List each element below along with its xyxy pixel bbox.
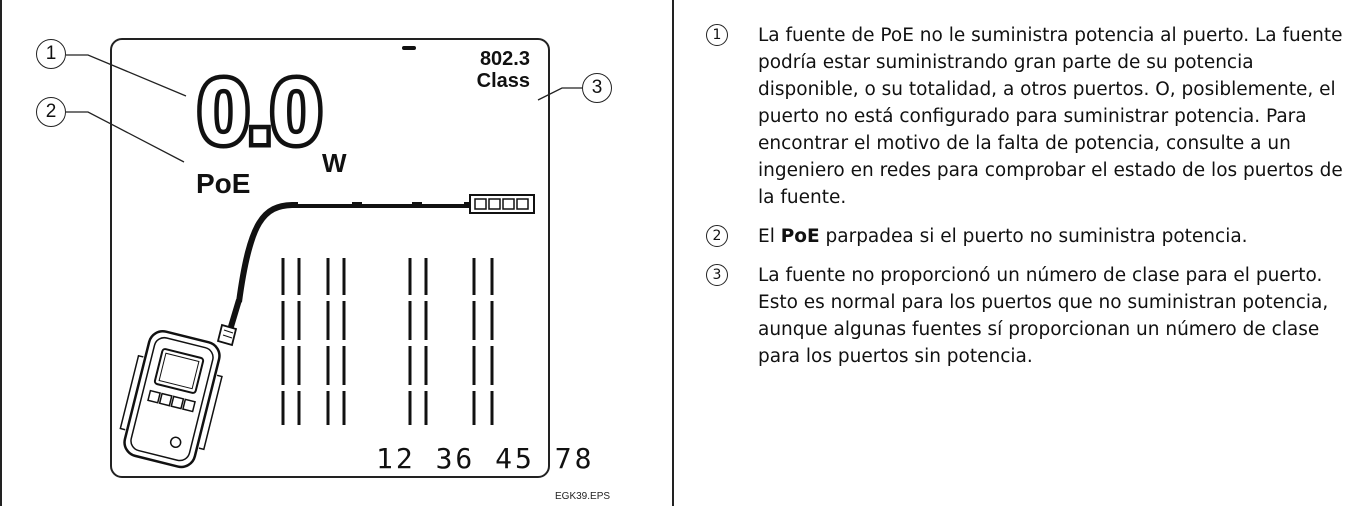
legend-number-2: 2 — [706, 225, 728, 247]
legend-number-1: 1 — [706, 24, 728, 46]
figure-code: EGK39.EPS — [555, 491, 611, 502]
class-standard-label: 802.3 — [479, 48, 530, 70]
legend-item-3: 3 La fuente no proporcionó un número de … — [706, 262, 1346, 370]
figure-callout-1: 1 — [36, 39, 66, 69]
class-label: Class — [476, 70, 530, 92]
wire-pair-bars — [281, 258, 494, 425]
callout-1-leader — [66, 54, 187, 97]
port-connector-icon — [469, 194, 535, 214]
legend-text-1: La fuente de PoE no le suministra potenc… — [758, 25, 1343, 208]
legend-list: 1 La fuente de PoE no le suministra pote… — [706, 22, 1346, 382]
power-unit: W — [322, 148, 347, 178]
figure-panel: 802.3 Class 0.0 W PoE 12 36 45 78 1 2 3 … — [0, 0, 674, 506]
legend-item-1: 1 La fuente de PoE no le suministra pote… — [706, 22, 1346, 211]
callout-leader-lines — [66, 54, 582, 163]
callout-2-leader — [66, 111, 185, 163]
power-reading: 0.0 — [194, 61, 327, 163]
wire-pair-numbers: 12 36 45 78 — [376, 442, 595, 475]
legend-text-2-before: El — [758, 226, 781, 247]
legend-text-2: El PoE parpadea si el puerto no suminist… — [758, 226, 1248, 247]
legend-text-2-bold: PoE — [780, 226, 820, 247]
legend-number-3: 3 — [706, 264, 728, 286]
legend-item-2: 2 El PoE parpadea si el puerto no sumini… — [706, 223, 1346, 250]
legend-text-3: La fuente no proporcionó un número de cl… — [758, 265, 1329, 367]
legend-text-2-after: parpadea si el puerto no suministra pote… — [819, 226, 1248, 247]
figure-callout-2: 2 — [36, 97, 66, 127]
figure-drawing — [66, 54, 582, 469]
figure-callout-3: 3 — [582, 73, 612, 103]
rj45-plug-icon — [216, 299, 242, 347]
poe-label: PoE — [196, 168, 251, 199]
lcd-screen: 802.3 Class 0.0 W PoE 12 36 45 78 — [110, 38, 591, 478]
class-value-dash — [402, 46, 416, 50]
tester-device-icon — [119, 330, 223, 469]
callout-3-leader — [537, 87, 582, 101]
cable-icon — [236, 202, 470, 303]
